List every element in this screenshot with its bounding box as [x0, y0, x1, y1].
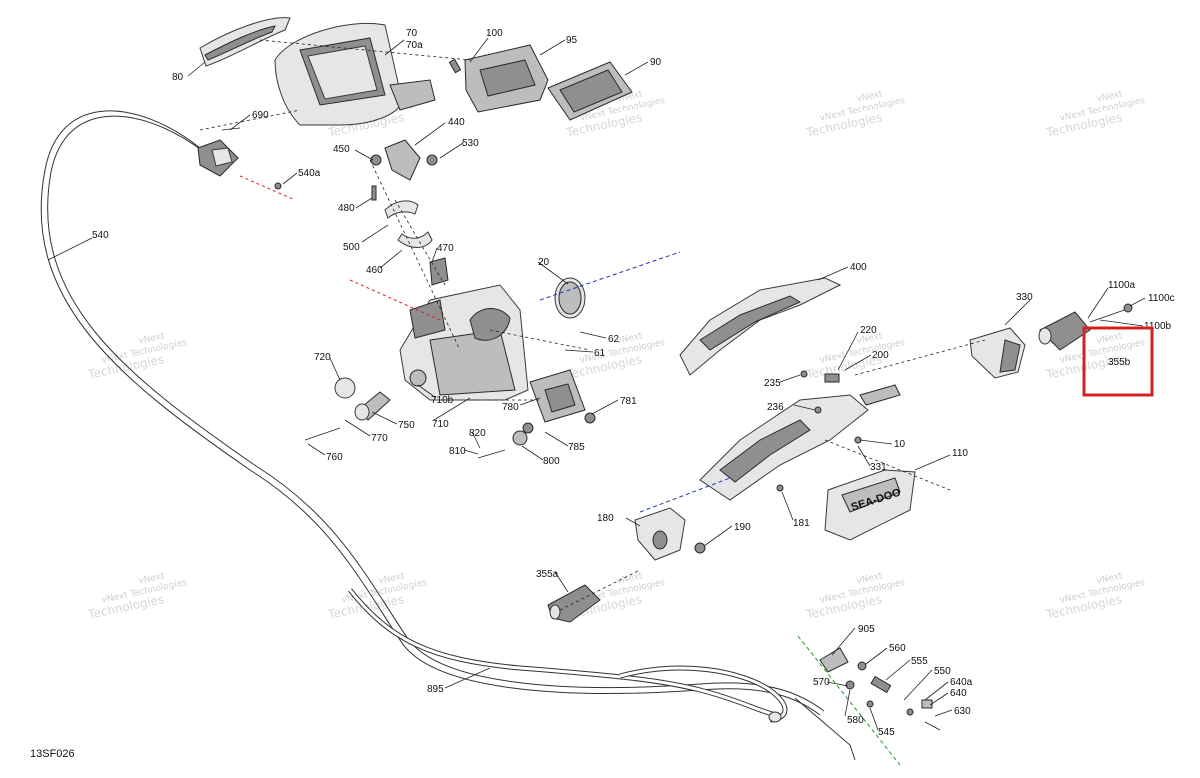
part-720-750-bushings	[304, 377, 391, 441]
part-710-steering-support	[399, 284, 529, 401]
callout-710[interactable]: 710	[432, 419, 449, 430]
callout-640[interactable]: 640	[950, 688, 967, 699]
callout-540[interactable]: 540	[92, 230, 109, 241]
callout-62[interactable]: 62	[608, 334, 620, 345]
diagram-reference-code: 13SF026	[30, 748, 75, 760]
callout-220[interactable]: 220	[860, 325, 877, 336]
callout-355a[interactable]: 355a	[536, 569, 559, 580]
callout-750[interactable]: 750	[398, 420, 415, 431]
part-905-to-640-cable-end	[819, 647, 941, 731]
callout-90[interactable]: 90	[650, 57, 662, 68]
part-400-handlebar-cover	[679, 277, 842, 376]
callout-20[interactable]: 20	[538, 257, 550, 268]
part-440-bracket	[370, 139, 438, 181]
callout-500[interactable]: 500	[343, 242, 360, 253]
callout-331[interactable]: 331	[870, 462, 887, 473]
callout-630[interactable]: 630	[954, 706, 971, 717]
callout-200[interactable]: 200	[872, 350, 889, 361]
steering-cable-895	[348, 588, 856, 761]
watermark: vNext vNext Technologies Technologies	[804, 89, 906, 140]
callout-820[interactable]: 820	[469, 428, 486, 439]
watermark: vNext vNext Technologies Technologies	[326, 571, 428, 622]
callout-905[interactable]: 905	[858, 624, 875, 635]
callout-570[interactable]: 570	[813, 677, 830, 688]
callout-480[interactable]: 480	[338, 203, 355, 214]
callout-70[interactable]: 70	[406, 28, 418, 39]
callout-236[interactable]: 236	[767, 402, 784, 413]
part-80-cover	[199, 17, 291, 67]
callout-95[interactable]: 95	[566, 35, 578, 46]
callout-181[interactable]: 181	[793, 518, 810, 529]
callout-190[interactable]: 190	[734, 522, 751, 533]
callout-550[interactable]: 550	[934, 666, 951, 677]
part-500-clamp	[371, 185, 449, 286]
callout-460[interactable]: 460	[366, 265, 383, 276]
callout-760[interactable]: 760	[326, 452, 343, 463]
callout-710b[interactable]: 710b	[431, 395, 454, 406]
callout-1100b[interactable]: 1100b	[1144, 321, 1172, 332]
callout-400[interactable]: 400	[850, 262, 867, 273]
part-355a-grip	[547, 584, 601, 623]
callout-780[interactable]: 780	[502, 402, 519, 413]
callout-545[interactable]: 545	[878, 727, 895, 738]
callout-80[interactable]: 80	[172, 72, 184, 83]
callout-895[interactable]: 895	[427, 684, 444, 695]
callout-785[interactable]: 785	[568, 442, 585, 453]
watermark: vNext vNext Technologies Technologies	[1044, 89, 1146, 140]
callout-235[interactable]: 235	[764, 378, 781, 389]
watermark: vNext vNext Technologies Technologies	[86, 571, 188, 622]
part-330-grip-housing	[969, 327, 1026, 379]
throttle-cable-540	[40, 110, 825, 716]
callout-690[interactable]: 690	[252, 110, 269, 121]
callout-530[interactable]: 530	[462, 138, 479, 149]
part-10-steering-stem	[699, 370, 901, 501]
part-690-fitting	[197, 127, 282, 190]
callout-800[interactable]: 800	[543, 456, 560, 467]
callout-100[interactable]: 100	[486, 28, 503, 39]
callout-labels: 80 70 70a 100 95 90 690 440 450 530 540a…	[92, 28, 1175, 738]
assembly-center-lines	[199, 39, 986, 766]
part-180-grip-housing	[634, 507, 706, 561]
callout-70a[interactable]: 70a	[406, 40, 423, 51]
watermark: vNext vNext Technologies Technologies	[804, 571, 906, 622]
part-110-handlebar-pad: SEA-DOO	[824, 469, 916, 541]
callout-770[interactable]: 770	[371, 433, 388, 444]
part-95-gauge-bracket	[464, 44, 549, 113]
callout-640a[interactable]: 640a	[950, 677, 973, 688]
callout-440[interactable]: 440	[448, 117, 465, 128]
callout-180[interactable]: 180	[597, 513, 614, 524]
part-90-display	[547, 61, 633, 121]
part-20-ring	[554, 277, 586, 319]
callout-555[interactable]: 555	[911, 656, 928, 667]
watermark: vNext vNext Technologies Technologies	[1044, 571, 1146, 622]
callout-1100a[interactable]: 1100a	[1108, 280, 1136, 291]
callout-560[interactable]: 560	[889, 643, 906, 654]
callout-720[interactable]: 720	[314, 352, 331, 363]
callout-580[interactable]: 580	[847, 715, 864, 726]
callout-810[interactable]: 810	[449, 446, 466, 457]
part-355b-grip	[1038, 303, 1133, 351]
watermark: vNext vNext Technologies Technologies	[804, 331, 906, 382]
callout-540a[interactable]: 540a	[298, 168, 321, 179]
part-800-knob	[477, 430, 528, 459]
part-780-actuator	[522, 369, 596, 434]
callout-110[interactable]: 110	[952, 448, 968, 459]
callout-355b[interactable]: 355b	[1108, 357, 1131, 368]
leader-lines	[47, 37, 1146, 731]
callout-470[interactable]: 470	[437, 243, 454, 254]
callout-61[interactable]: 61	[594, 348, 606, 359]
part-100-screw	[448, 58, 462, 74]
callout-450[interactable]: 450	[333, 144, 350, 155]
callout-10[interactable]: 10	[894, 439, 906, 450]
part-70-dashboard-housing	[274, 22, 436, 126]
selected-part-highlight	[1082, 326, 1154, 397]
callout-1100c[interactable]: 1100c	[1148, 293, 1175, 304]
callout-781[interactable]: 781	[620, 396, 637, 407]
callout-330[interactable]: 330	[1016, 292, 1033, 303]
